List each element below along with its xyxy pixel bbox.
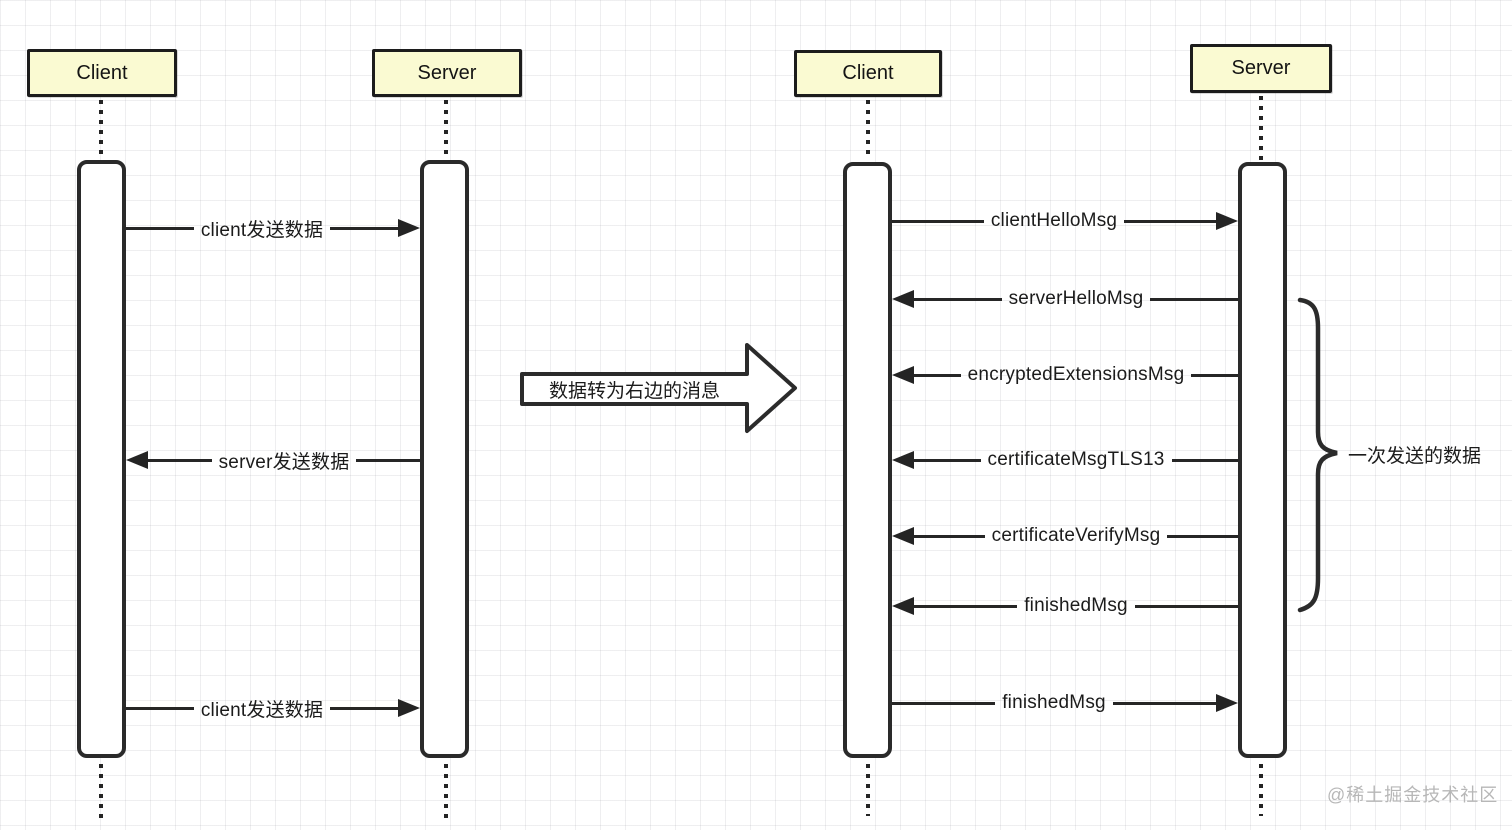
message-label: finishedMsg — [1024, 595, 1128, 616]
right-actor-client: Client — [794, 50, 942, 97]
message-client-send-1: client发送数据 — [126, 216, 421, 241]
actor-label: Client — [842, 62, 894, 84]
arrowhead-left-icon — [892, 290, 914, 308]
arrowhead-left-icon — [892, 366, 914, 384]
actor-label: Server — [417, 61, 477, 84]
activation-bar-server — [420, 160, 469, 758]
message-clienthellomsg: clientHelloMsg — [892, 209, 1239, 233]
lifeline-dotted — [1259, 96, 1263, 160]
message-certificatemsgtls13: certificateMsgTLS13 — [892, 448, 1239, 472]
message-label: server发送数据 — [218, 451, 350, 473]
arrowhead-left-icon — [126, 451, 148, 469]
arrowhead-right-icon — [1216, 212, 1239, 230]
block-arrow-label: 数据转为右边的消息 — [548, 380, 720, 402]
brace-label: 一次发送的数据 — [1348, 446, 1482, 467]
message-server-send: server发送数据 — [126, 448, 421, 473]
message-label: finishedMsg — [1002, 692, 1106, 713]
message-label: encryptedExtensionsMsg — [967, 364, 1185, 385]
lifeline-dotted — [444, 100, 448, 160]
lifeline-dotted — [444, 764, 448, 818]
lifeline-dotted — [866, 764, 870, 816]
message-label: certificateVerifyMsg — [991, 525, 1161, 546]
message-certificateverifymsg: certificateVerifyMsg — [892, 524, 1239, 548]
arrowhead-left-icon — [892, 597, 914, 615]
left-actor-server: Server — [372, 49, 522, 97]
activation-bar-client — [77, 160, 126, 758]
message-label: client发送数据 — [200, 219, 324, 241]
watermark: @稀土掘金技术社区 — [1327, 785, 1499, 805]
activation-bar-server — [1238, 162, 1287, 758]
activation-bar-client — [843, 162, 892, 758]
lifeline-dotted — [99, 100, 103, 160]
arrowhead-left-icon — [892, 451, 914, 469]
curly-brace-icon — [1297, 297, 1338, 613]
actor-label: Client — [76, 61, 128, 84]
actor-label: Server — [1231, 57, 1291, 79]
left-actor-client: Client — [27, 49, 177, 97]
message-finishedmsg-client: finishedMsg — [892, 691, 1238, 715]
lifeline-dotted — [1259, 764, 1263, 816]
message-label: serverHelloMsg — [1008, 288, 1144, 309]
block-arrow-right-icon — [520, 343, 797, 433]
message-label: certificateMsgTLS13 — [987, 449, 1165, 470]
message-finishedmsg-server: finishedMsg — [892, 594, 1238, 618]
message-label: client发送数据 — [200, 699, 324, 721]
arrowhead-left-icon — [892, 527, 914, 545]
arrowhead-right-icon — [398, 219, 421, 237]
lifeline-dotted — [99, 764, 103, 818]
arrowhead-right-icon — [1216, 694, 1238, 712]
message-encryptedextensionsmsg: encryptedExtensionsMsg — [892, 363, 1238, 387]
right-actor-server: Server — [1190, 44, 1332, 93]
message-client-send-2: client发送数据 — [126, 696, 421, 721]
arrowhead-right-icon — [398, 699, 421, 717]
message-label: clientHelloMsg — [990, 210, 1118, 231]
message-serverhellomsg: serverHelloMsg — [892, 287, 1238, 311]
lifeline-dotted — [866, 100, 870, 160]
